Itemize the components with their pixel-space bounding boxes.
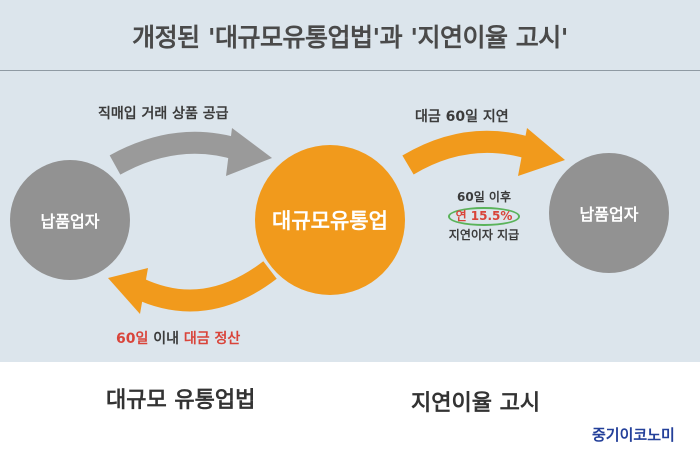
interest-note-line3: 지연이자 지급 <box>448 228 520 242</box>
interest-note-line1: 60일 이후 <box>457 190 511 204</box>
brand-logo: 중기이코노미 <box>592 426 675 444</box>
delay-label: 대금 60일 지연 <box>415 109 509 125</box>
settlement-arrow-head <box>108 268 148 314</box>
settlement-payment: 대금 정산 <box>183 331 241 347</box>
delay-arrow <box>402 130 539 175</box>
caption-interest-notice: 지연이율 고시 <box>411 391 541 416</box>
left-supplier-node: 납품업자 <box>10 160 130 280</box>
interest-note: 60일 이후 연 15.5% 지연이자 지급 <box>432 188 536 245</box>
settlement-arrow <box>133 261 277 312</box>
delay-arrow-head <box>518 128 565 176</box>
caption-retail-act: 대규모 유통업법 <box>106 388 256 413</box>
title-divider <box>0 70 700 71</box>
right-supplier-node: 납품업자 <box>549 153 669 273</box>
center-retailer-node: 대규모유통업 <box>255 145 405 295</box>
settlement-within: 이내 <box>148 331 184 347</box>
supply-label: 직매입 거래 상품 공급 <box>98 106 229 122</box>
supply-arrow <box>109 131 244 175</box>
interest-rate-badge: 연 15.5% <box>447 207 521 226</box>
settlement-days: 60일 <box>116 331 149 347</box>
supply-arrow-head <box>226 128 272 176</box>
page-title: 개정된 '대규모유통업법'과 '지연이율 고시' <box>132 23 568 52</box>
settlement-label: 60일 이내 대금 정산 <box>116 328 240 348</box>
